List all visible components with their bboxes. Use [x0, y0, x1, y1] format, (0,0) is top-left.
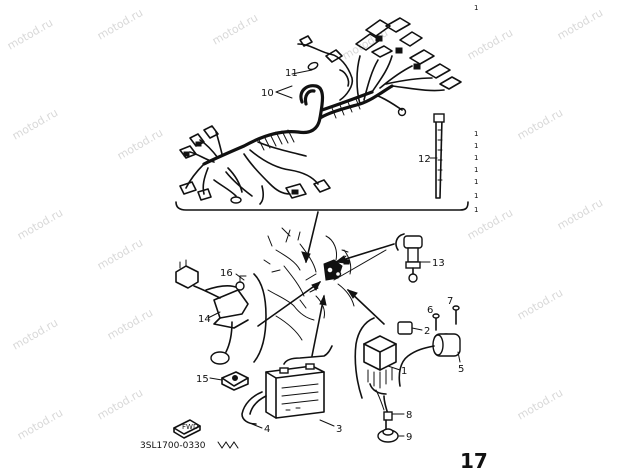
part-label-11: 11: [285, 68, 298, 79]
wire-harness: [179, 17, 462, 205]
flasher-relay: [209, 371, 249, 391]
watermark: motod.ru: [515, 386, 565, 422]
side-bracket: [253, 273, 267, 363]
part-label-1: 1: [401, 366, 407, 377]
qty-mark: 1: [474, 166, 478, 174]
watermark: motod.ru: [15, 206, 65, 242]
cable-tie: [429, 113, 445, 199]
screw-7: [452, 305, 460, 325]
qty-column: 1 1 1 1 1 1 1: [474, 130, 478, 214]
rectifier-unit: [363, 335, 401, 411]
part-label-5: 5: [458, 364, 464, 375]
watermark: motod.ru: [95, 6, 145, 42]
qty-mark: 1: [474, 154, 478, 162]
leader-arrows: [257, 211, 395, 357]
relay-assembly: [175, 259, 249, 365]
rectifier-bracket: [354, 317, 375, 399]
watermark: motod.ru: [465, 206, 515, 242]
watermark: motod.ru: [15, 406, 65, 442]
part-label-9: 9: [406, 432, 412, 443]
part-label-3: 3: [336, 424, 342, 435]
harness-group-bracket: [175, 201, 469, 211]
battery-bracket: [283, 345, 333, 365]
diagram-code: 3SL1700-0330: [140, 441, 206, 451]
leader-10-11: [275, 69, 313, 99]
part-label-8: 8: [406, 410, 412, 421]
watermark: motod.ru: [210, 11, 260, 47]
code-squiggle: [217, 441, 239, 449]
qty-mark: 1: [474, 142, 478, 150]
qty-mark: 1: [474, 206, 478, 214]
part-label-7: 7: [447, 296, 453, 307]
watermark: motod.ru: [10, 316, 60, 352]
battery: [265, 363, 335, 427]
battery-band: [241, 391, 267, 429]
part-label-14: 14: [198, 314, 211, 325]
rubber-cap: [377, 419, 405, 443]
qty-mark: 1: [474, 178, 478, 186]
fwd-tag: FWD: [173, 419, 201, 439]
watermark: motod.ru: [115, 126, 165, 162]
fwd-tag-text: FWD: [182, 423, 198, 431]
watermark: motod.ru: [5, 16, 55, 52]
part-label-15: 15: [196, 374, 209, 385]
watermark: motod.ru: [515, 286, 565, 322]
part-label-4: 4: [264, 424, 270, 435]
watermark: motod.ru: [555, 6, 605, 42]
part-label-6: 6: [427, 305, 433, 316]
watermark: motod.ru: [95, 386, 145, 422]
watermark: motod.ru: [105, 306, 155, 342]
corner-mark: 1: [474, 4, 478, 12]
page-mark: 17: [460, 449, 488, 468]
watermark: motod.ru: [465, 26, 515, 62]
starter-relay: [398, 333, 461, 387]
watermark: motod.ru: [515, 106, 565, 142]
regulator: [397, 321, 423, 335]
qty-mark: 1: [474, 192, 478, 200]
screw-6: [432, 313, 440, 331]
part-label-12: 12: [418, 154, 431, 165]
frame-sketch: [263, 227, 355, 341]
part-label-16: 16: [220, 268, 233, 279]
part-label-13: 13: [432, 258, 445, 269]
watermark: motod.ru: [555, 196, 605, 232]
qty-mark: 1: [474, 130, 478, 138]
watermark: motod.ru: [10, 106, 60, 142]
part-label-2: 2: [424, 326, 430, 337]
horn-part: [395, 233, 431, 283]
lead-wire: [383, 395, 405, 421]
part-label-10: 10: [261, 88, 274, 99]
watermark: motod.ru: [95, 236, 145, 272]
